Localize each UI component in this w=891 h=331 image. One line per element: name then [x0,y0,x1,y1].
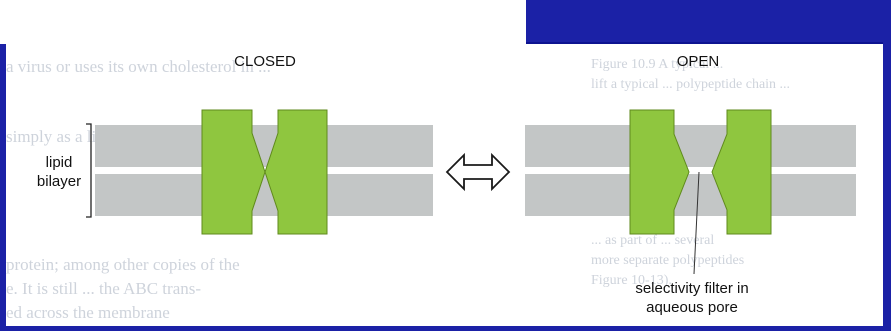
bilayer-label-line1: lipid [46,154,73,171]
background-bleed-text: a virus or uses its own cholesterol in .… [6,57,790,322]
closed-label: CLOSED [234,53,296,70]
pore-label-line1: selectivity filter in [635,280,748,297]
svg-text:Figure 10.9 A typical ...: Figure 10.9 A typical ... [591,57,723,72]
channel-diagram: a virus or uses its own cholesterol in .… [6,53,856,322]
double-headed-arrow-icon [445,152,511,192]
bilayer-label-line2: bilayer [37,173,81,190]
title-tab [0,0,526,44]
svg-text:ed across the membrane: ed across the membrane [6,303,170,322]
bracket-icon [86,123,92,218]
open-channel [629,109,772,235]
svg-text:a virus or uses its own choles: a virus or uses its own cholesterol in .… [6,57,271,76]
svg-text:e. It is still ... the ABC tra: e. It is still ... the ABC trans- [6,279,201,298]
closed-channel [201,109,328,235]
svg-text:Figure 10-13).: Figure 10-13). [591,273,672,288]
svg-text:protein; among other copies of: protein; among other copies of the [6,255,240,274]
left-lipid-bilayer [95,125,433,216]
pore-label-line2: aqueous pore [646,299,738,316]
open-label: OPEN [677,53,720,70]
svg-text:... as part of ... several: ... as part of ... several [591,233,714,248]
svg-text:more separate polypeptides: more separate polypeptides [591,253,744,268]
right-lipid-bilayer [525,125,856,216]
figure-panel: a virus or uses its own cholesterol in .… [6,42,883,326]
svg-text:lift a typical ... polypeptide: lift a typical ... polypeptide chain ... [591,77,790,92]
pore-pointer-line [693,171,700,275]
